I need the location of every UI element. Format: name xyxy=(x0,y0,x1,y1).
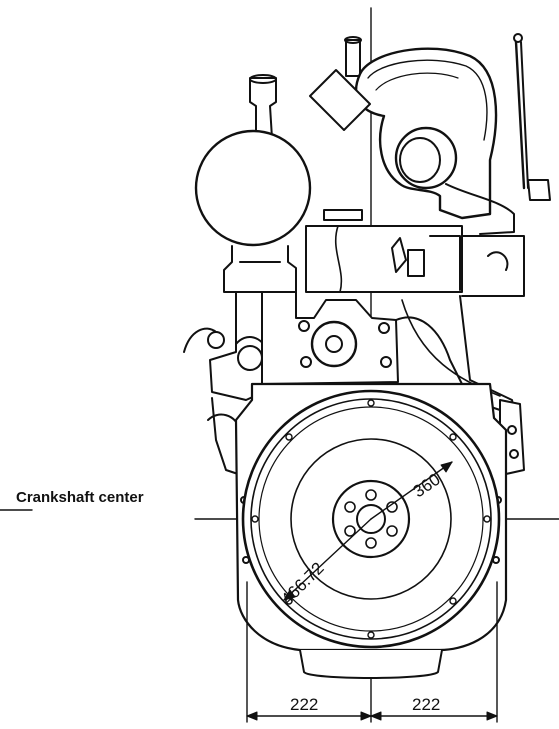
flywheel-hub-bolts xyxy=(344,489,398,549)
turbo-outlet xyxy=(394,126,458,190)
flywheel-rim-bolts xyxy=(251,399,491,639)
dipstick xyxy=(513,33,551,201)
air-filter-canister xyxy=(194,129,312,247)
radius-dimension-line xyxy=(370,461,453,520)
left-width-label: 222 xyxy=(290,695,318,714)
alternator xyxy=(183,291,271,475)
flywheel xyxy=(241,389,501,649)
air-filter-assembly xyxy=(194,74,312,293)
water-pump xyxy=(261,291,521,441)
turbocharger xyxy=(309,36,515,235)
right-width-label: 222 xyxy=(412,695,440,714)
flywheel-hub xyxy=(331,479,411,559)
diameter-dimension-line xyxy=(283,518,372,601)
cylinder-head xyxy=(305,209,525,297)
water-pump-pulley xyxy=(310,320,358,368)
width-dimensions xyxy=(246,581,498,723)
crankshaft-center-label: Crankshaft center xyxy=(16,489,144,506)
